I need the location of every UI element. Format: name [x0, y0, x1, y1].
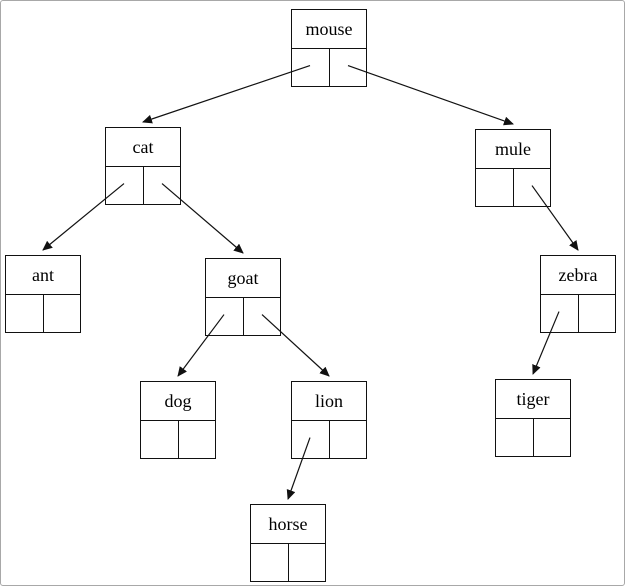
right-pointer-cell [330, 49, 367, 86]
right-pointer-cell [289, 544, 326, 581]
left-pointer-cell [251, 544, 289, 581]
tree-node-horse: horse [250, 504, 326, 582]
tree-node-dog: dog [140, 381, 216, 459]
right-pointer-cell [244, 298, 281, 335]
left-pointer-cell [141, 421, 179, 458]
edge-mouse-mule [347, 64, 514, 126]
node-label: ant [6, 256, 80, 295]
tree-node-mouse: mouse [291, 9, 367, 87]
node-label: cat [106, 128, 180, 167]
tree-node-cat: cat [105, 127, 181, 205]
right-pointer-cell [144, 167, 181, 204]
node-label: horse [251, 505, 325, 544]
node-pointer-cells [206, 298, 280, 335]
node-pointer-cells [141, 421, 215, 458]
node-label: mouse [292, 10, 366, 49]
left-pointer-cell [496, 419, 534, 456]
node-pointer-cells [476, 169, 550, 206]
node-pointer-cells [106, 167, 180, 204]
right-pointer-cell [179, 421, 216, 458]
node-label: dog [141, 382, 215, 421]
tree-node-tiger: tiger [495, 379, 571, 457]
tree-node-goat: goat [205, 258, 281, 336]
node-pointer-cells [496, 419, 570, 456]
node-pointer-cells [6, 295, 80, 332]
tree-node-mule: mule [475, 129, 551, 207]
node-label: tiger [496, 380, 570, 419]
node-label: goat [206, 259, 280, 298]
left-pointer-cell [476, 169, 514, 206]
edge-mouse-cat [142, 64, 311, 124]
right-pointer-cell [514, 169, 551, 206]
tree-node-lion: lion [291, 381, 367, 459]
tree-node-ant: ant [5, 255, 81, 333]
node-pointer-cells [292, 49, 366, 86]
left-pointer-cell [292, 49, 330, 86]
left-pointer-cell [6, 295, 44, 332]
right-pointer-cell [534, 419, 571, 456]
left-pointer-cell [106, 167, 144, 204]
node-label: zebra [541, 256, 615, 295]
left-pointer-cell [206, 298, 244, 335]
right-pointer-cell [330, 421, 367, 458]
right-pointer-cell [44, 295, 81, 332]
node-label: lion [292, 382, 366, 421]
right-pointer-cell [579, 295, 616, 332]
left-pointer-cell [541, 295, 579, 332]
left-pointer-cell [292, 421, 330, 458]
node-pointer-cells [541, 295, 615, 332]
tree-node-zebra: zebra [540, 255, 616, 333]
node-label: mule [476, 130, 550, 169]
node-pointer-cells [251, 544, 325, 581]
node-pointer-cells [292, 421, 366, 458]
